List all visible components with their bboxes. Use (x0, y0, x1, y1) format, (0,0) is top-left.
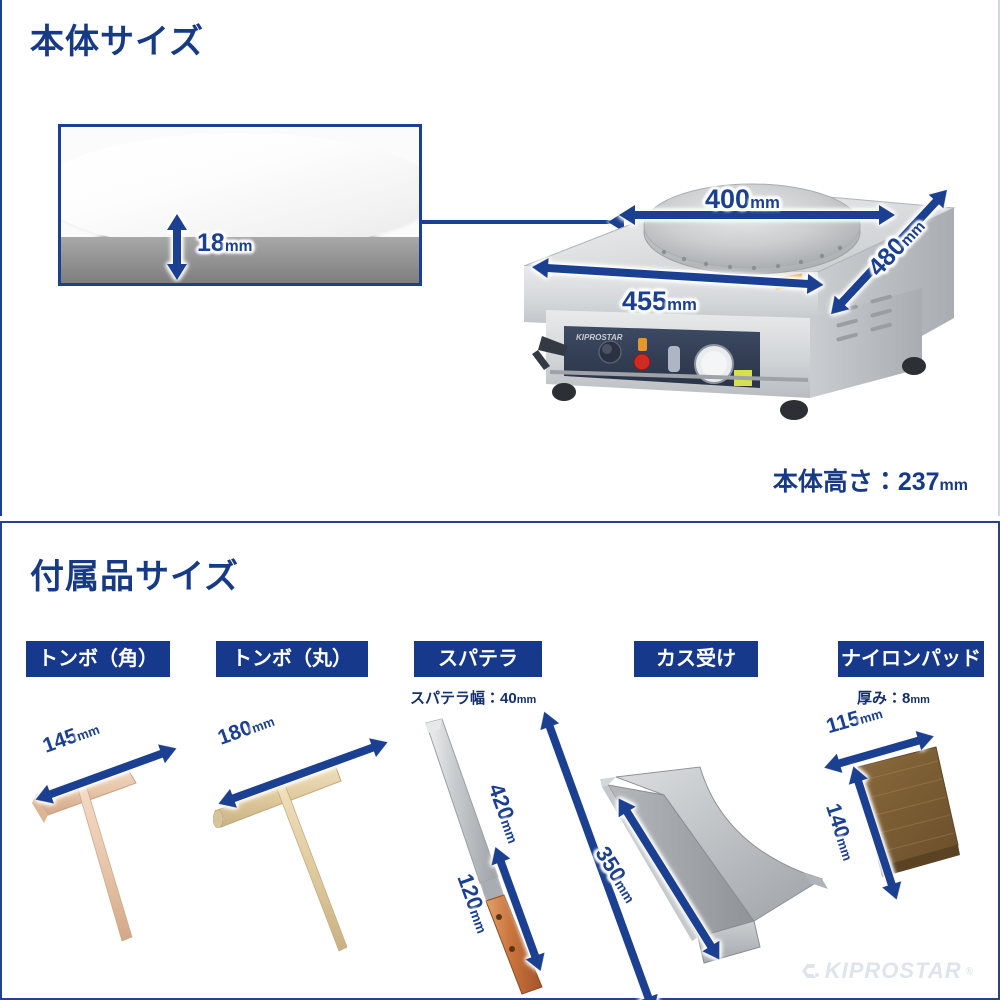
height-prefix: 本体高さ： (772, 468, 898, 496)
svg-text:KIPROSTAR: KIPROSTAR (576, 333, 623, 342)
spatula-width-caption: スパテラ幅：40mm (410, 687, 536, 708)
spatula-width-value: 40 (500, 690, 517, 707)
accessory-chip-nylon-pad: ナイロンパッド (838, 641, 984, 677)
accessory-size-section: 付属品サイズ トンボ（角） トンボ（丸） スパテラ カス受け ナイロンパッド ス… (0, 521, 1000, 1000)
plate-thickness-inset-photo: 18mm (58, 124, 422, 286)
inset-floor (61, 237, 419, 283)
plate-diameter-arrow (619, 205, 895, 225)
accessory-chip-spatula: スパテラ (414, 641, 542, 677)
thickness-arrow (167, 214, 187, 280)
accessory-chip-tonbo-kaku: トンボ（角） (26, 641, 170, 677)
brand-logo: KIPROSTAR® (801, 958, 974, 984)
pad-thickness-caption: 厚み：8mm (857, 687, 930, 708)
pad-thickness-value: 8 (902, 690, 911, 707)
accessory-chip-kasuuke: カス受け (634, 641, 758, 677)
plate-top-surface (61, 133, 419, 251)
tonbo-maru-illustration (213, 764, 348, 952)
kasuuke-illustration (600, 766, 828, 964)
dim-label-455mm: 455mm (622, 288, 697, 315)
pad-thickness-prefix: 厚み： (857, 690, 903, 707)
page-title-accessory-size: 付属品サイズ (30, 558, 239, 596)
dim-value-18: 18 (197, 229, 225, 257)
brand-name: KIPROSTAR (824, 958, 962, 983)
callout-connector-line (421, 220, 617, 224)
pad-thickness-unit: mm (910, 694, 930, 706)
dim-label-115mm: 115mm (824, 701, 885, 738)
dim-value-400: 400 (705, 184, 751, 214)
dim-value-455: 455 (622, 286, 668, 316)
tonbo-kaku-illustration (32, 762, 137, 942)
nylon-pad-illustration (857, 746, 960, 877)
dim-unit-mm: mm (224, 238, 253, 255)
registered-mark: ® (965, 965, 974, 977)
spatula-width-prefix: スパテラ幅： (410, 690, 501, 707)
height-unit: mm (939, 477, 968, 494)
dim-unit-mm: mm (750, 193, 780, 212)
accessory-chip-tonbo-maru: トンボ（丸） (216, 641, 368, 677)
dim-label-400mm: 400mm (705, 186, 780, 213)
height-value: 237 (897, 468, 940, 496)
dim-unit-mm: mm (667, 295, 697, 314)
body-size-section: 本体サイズ 18mm (0, 0, 1000, 516)
dim-unit-mm: mm (857, 706, 885, 727)
page-title-body-size: 本体サイズ (30, 23, 204, 61)
body-height-caption: 本体高さ：237mm (773, 462, 968, 498)
spatula-width-unit: mm (516, 694, 537, 706)
spatula-illustration (425, 718, 543, 995)
kiprostar-mark-icon (801, 964, 819, 978)
dim-label-18mm: 18mm (197, 231, 252, 256)
